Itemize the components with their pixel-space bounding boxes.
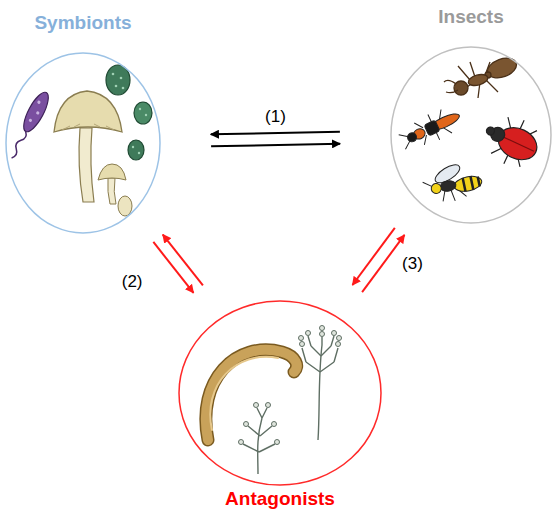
- arrow-line: [362, 235, 404, 292]
- circle-outline: [391, 47, 551, 223]
- group-heading: Symbionts: [34, 12, 131, 34]
- group-heading: Insects: [438, 6, 503, 28]
- conidiophore: [243, 336, 338, 474]
- callout-number: (3): [400, 254, 425, 274]
- red-beetle: [477, 108, 546, 174]
- conidia: [239, 326, 342, 445]
- mushroom: [54, 91, 132, 216]
- group-circle: Insects: [390, 46, 552, 224]
- circle-outline: [5, 52, 161, 234]
- arrow-line: [211, 144, 340, 147]
- bacterium: [5, 89, 53, 161]
- circle-outline: [390, 46, 552, 224]
- spore: [106, 65, 152, 160]
- circle-outline: [178, 300, 382, 486]
- circle-outline: [6, 53, 160, 233]
- callout-number: (2): [120, 272, 145, 292]
- nematode: [206, 350, 297, 440]
- arrow-line: [163, 235, 203, 286]
- group-heading: Antagonists: [225, 488, 335, 510]
- interaction-arrows: [153, 235, 203, 293]
- group-circle: Symbionts: [5, 52, 161, 234]
- interaction-arrows: [352, 228, 404, 292]
- circle-outline: [179, 301, 381, 485]
- interaction-arrows: [211, 132, 340, 147]
- wasp: [420, 157, 485, 207]
- arrow-line: [211, 132, 340, 135]
- callout-number: (1): [263, 107, 288, 127]
- rove-beetle: [396, 103, 465, 155]
- ant: [444, 54, 519, 98]
- group-circle: Antagonists: [178, 300, 382, 486]
